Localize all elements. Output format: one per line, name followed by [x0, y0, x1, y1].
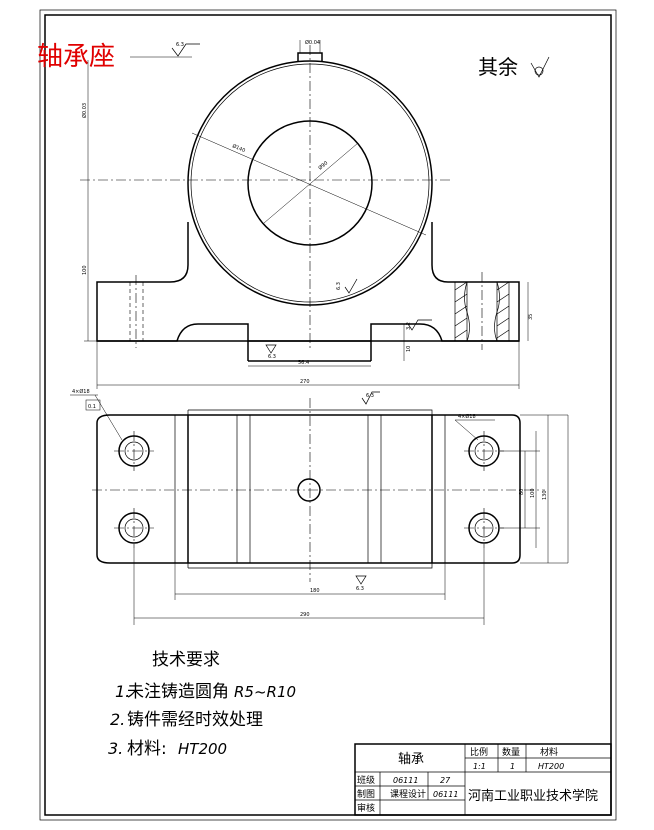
- plan-tolerance-left: 0.1: [85, 399, 101, 411]
- plan-view: 4×Ø18 4×Ø18 0.1 6.3 80 100 130 180 2: [70, 388, 569, 625]
- tb-material-value: HT200: [538, 762, 564, 771]
- drawing-title: 轴承座: [37, 42, 115, 72]
- left-height-lower-dim: 100: [82, 265, 88, 275]
- plan-bolt-hole-br: [464, 508, 504, 548]
- tech-item-1-text: 未注铸造圆角: [127, 682, 229, 702]
- svg-text:6.3: 6.3: [268, 354, 276, 360]
- outer-border: [39, 9, 617, 821]
- tb-row-label-1: 班级: [357, 774, 375, 786]
- roughness-center: 6.3: [336, 278, 358, 294]
- tb-student-label: 课程设计: [390, 788, 426, 800]
- tb-student-value: 06111: [433, 790, 458, 799]
- plan-bolt-hole-tl: [114, 431, 154, 471]
- title-block: 轴承 比例 数量 材料 1:1 1 HT200 班级 制图 审核 06111 2…: [354, 743, 612, 816]
- tb-qty-label: 数量: [502, 746, 520, 758]
- tb-class-no: 27: [440, 776, 451, 785]
- tech-item-2-num: 2.: [110, 710, 125, 729]
- plan-roughness-top: 6.3: [361, 391, 380, 405]
- plan-h3-dim: 130: [542, 490, 548, 500]
- plan-w-outer-dim: 290: [300, 612, 310, 618]
- tech-item-2-text: 铸件需经时效处理: [127, 710, 263, 730]
- tb-class-value: 06111: [393, 776, 418, 785]
- svg-text:6.3: 6.3: [336, 282, 342, 290]
- svg-text:0.1: 0.1: [88, 404, 96, 410]
- svg-text:6.3: 6.3: [356, 586, 364, 592]
- tech-item-1-suffix: R5~R10: [234, 683, 296, 701]
- tech-requirements: 技术要求 1. 未注铸造圆角 R5~R10 2. 铸件需经时效处理 3. 材料:…: [108, 650, 296, 759]
- bore-inner-dim: Ø90: [317, 160, 329, 172]
- svg-text:6.3: 6.3: [176, 42, 184, 48]
- roughness-symbol-icon: [530, 56, 550, 78]
- tb-part-name: 轴承: [398, 752, 424, 767]
- svg-text:6.3: 6.3: [366, 393, 374, 399]
- tb-row-label-3: 审核: [357, 802, 375, 814]
- tech-item-1-num: 1.: [115, 682, 130, 701]
- tech-item-3-suffix: HT200: [178, 740, 227, 758]
- plan-left-hole-dim: 4×Ø18: [72, 388, 90, 395]
- body-outline: [96, 222, 520, 342]
- right-height-dim: 35: [528, 314, 534, 320]
- roughness-top-left: 6.3: [171, 42, 200, 57]
- tech-item-3-num: 3.: [108, 739, 123, 758]
- tb-scale-value: 1:1: [473, 762, 486, 771]
- tb-scale-label: 比例: [470, 746, 488, 758]
- top-boss-dim: Ø0.04: [305, 39, 320, 46]
- tb-school: 河南工业职业技术学院: [468, 788, 598, 804]
- overall-width-dim: 270: [300, 379, 310, 385]
- base-height-dim: 10: [406, 346, 412, 352]
- bore-inner-dim-line: [263, 142, 359, 224]
- tech-item-3-text: 材料:: [127, 739, 167, 759]
- plan-bolt-hole-bl: [114, 508, 154, 548]
- left-height-upper-dim: Ø0.03: [81, 103, 88, 118]
- housing-outer-circle-2: [190, 63, 430, 303]
- right-hole-section: [454, 272, 510, 350]
- bore-outer-dim-line: [191, 132, 427, 236]
- plan-bolt-hole-tr: [464, 431, 504, 471]
- top-boss: [297, 52, 323, 61]
- base-slot-dim: 56.4: [298, 360, 309, 366]
- surface-note: 其余: [478, 55, 518, 79]
- plan-h1-dim: 80: [519, 489, 525, 495]
- plan-w-mid-dim: 180: [310, 588, 320, 594]
- roughness-bottom-left: 6.3: [265, 344, 277, 360]
- plan-outer-plate: [96, 414, 521, 564]
- tb-qty-value: 1: [510, 762, 515, 771]
- front-view: Ø140 Ø90 Ø0.04 Ø0.03 100: [80, 39, 534, 389]
- inner-border: [44, 14, 612, 816]
- bore-circle: [247, 120, 373, 246]
- tb-row-label-2: 制图: [357, 788, 375, 800]
- svg-text:3.2: 3.2: [406, 322, 412, 330]
- plan-center-hole: [297, 478, 321, 502]
- tb-material-label: 材料: [540, 746, 558, 758]
- plan-right-hole-dim: 4×Ø18: [458, 413, 476, 420]
- plan-inner-housing: [187, 415, 433, 563]
- roughness-right: 3.2: [406, 319, 432, 331]
- bore-outer-dim: Ø140: [231, 142, 246, 154]
- tech-heading: 技术要求: [152, 650, 220, 670]
- plan-roughness-bottom: 6.3: [355, 575, 367, 592]
- plan-h2-dim: 100: [530, 488, 536, 498]
- housing-outer-circle: [187, 60, 433, 306]
